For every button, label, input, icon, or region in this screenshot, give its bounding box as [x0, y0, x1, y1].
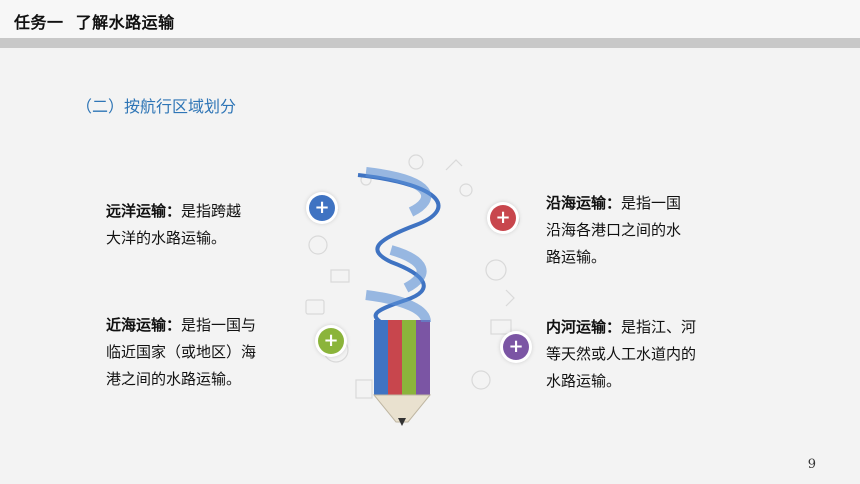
coastal-shipping-line2: 沿海各港口之间的水 [546, 221, 682, 239]
page-number: 9 [807, 457, 816, 472]
coastal-shipping-text: 沿海运输：是指一国 沿海各港口之间的水 路运输。 [546, 190, 721, 271]
near-sea-shipping-text: 近海运输：是指一国与 临近国家（或地区）海 港之间的水路运输。 [106, 312, 291, 393]
near-sea-shipping-line3: 港之间的水路运输。 [106, 370, 242, 388]
coastal-shipping-term: 沿海运输： [546, 194, 622, 212]
ocean-shipping-line1: 是指跨越 [181, 202, 242, 220]
slide-title: 任务一 了解水路运输 [14, 13, 175, 32]
header-divider [0, 38, 860, 48]
inland-shipping-text: 内河运输：是指江、河 等天然或人工水道内的 水路运输。 [546, 314, 731, 395]
coastal-shipping-line1: 是指一国 [621, 194, 682, 212]
coastal-shipping-line3: 路运输。 [546, 248, 607, 266]
inland-shipping-term: 内河运输： [546, 318, 622, 336]
plus-badge-red-icon: + [490, 205, 516, 231]
ocean-shipping-term: 远洋运输： [106, 202, 182, 220]
ocean-shipping-line2: 大洋的水路运输。 [106, 229, 227, 247]
header-bar: 任务一 了解水路运输 [0, 0, 860, 38]
near-sea-shipping-line1: 是指一国与 [181, 316, 257, 334]
ocean-shipping-text: 远洋运输：是指跨越 大洋的水路运输。 [106, 198, 281, 252]
inland-shipping-line3: 水路运输。 [546, 372, 622, 390]
inland-shipping-line2: 等天然或人工水道内的 [546, 345, 697, 363]
section-subtitle: （二）按航行区域划分 [76, 97, 237, 116]
plus-badge-purple-icon: + [503, 334, 529, 360]
pencil-body [372, 320, 432, 426]
near-sea-shipping-line2: 临近国家（或地区）海 [106, 343, 257, 361]
spiral-staircase [357, 167, 441, 327]
inland-shipping-line1: 是指江、河 [621, 318, 697, 336]
near-sea-shipping-term: 近海运输： [106, 316, 182, 334]
plus-badge-blue-icon: + [309, 195, 335, 221]
pencil-staircase-illustration [305, 154, 520, 426]
plus-badge-green-icon: + [318, 328, 344, 354]
